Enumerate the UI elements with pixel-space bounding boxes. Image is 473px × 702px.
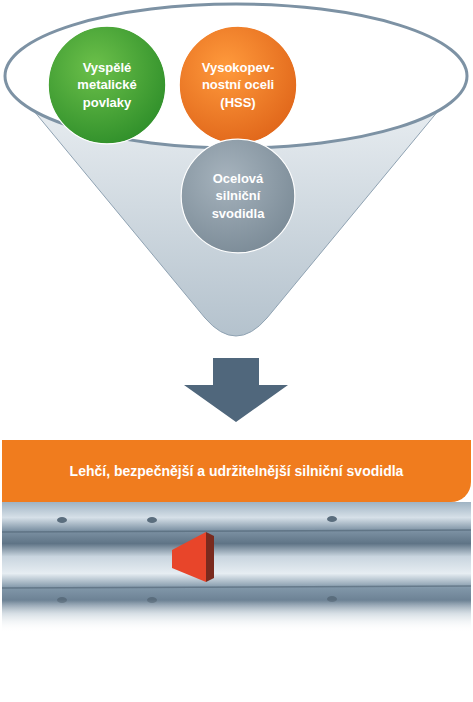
circle-label: Ocelová silniční svodidla [203, 170, 273, 223]
guardrail-photo [2, 502, 471, 632]
result-banner: Lehčí, bezpečnější a udržitelnější silni… [2, 440, 471, 502]
circle-label: Vyspělé metalické povlaky [64, 59, 150, 112]
steel-circle: Vysokopev- nostní oceli (HSS) [178, 25, 298, 145]
circle-label: Vysokopev- nostní oceli (HSS) [192, 59, 284, 112]
coating-circle: Vyspělé metalické povlaky [47, 25, 167, 145]
banner-text: Lehčí, bezpečnější a udržitelnější silni… [61, 462, 413, 481]
guardrail-circle: Ocelová silniční svodidla [180, 138, 296, 254]
down-arrow [184, 358, 288, 422]
